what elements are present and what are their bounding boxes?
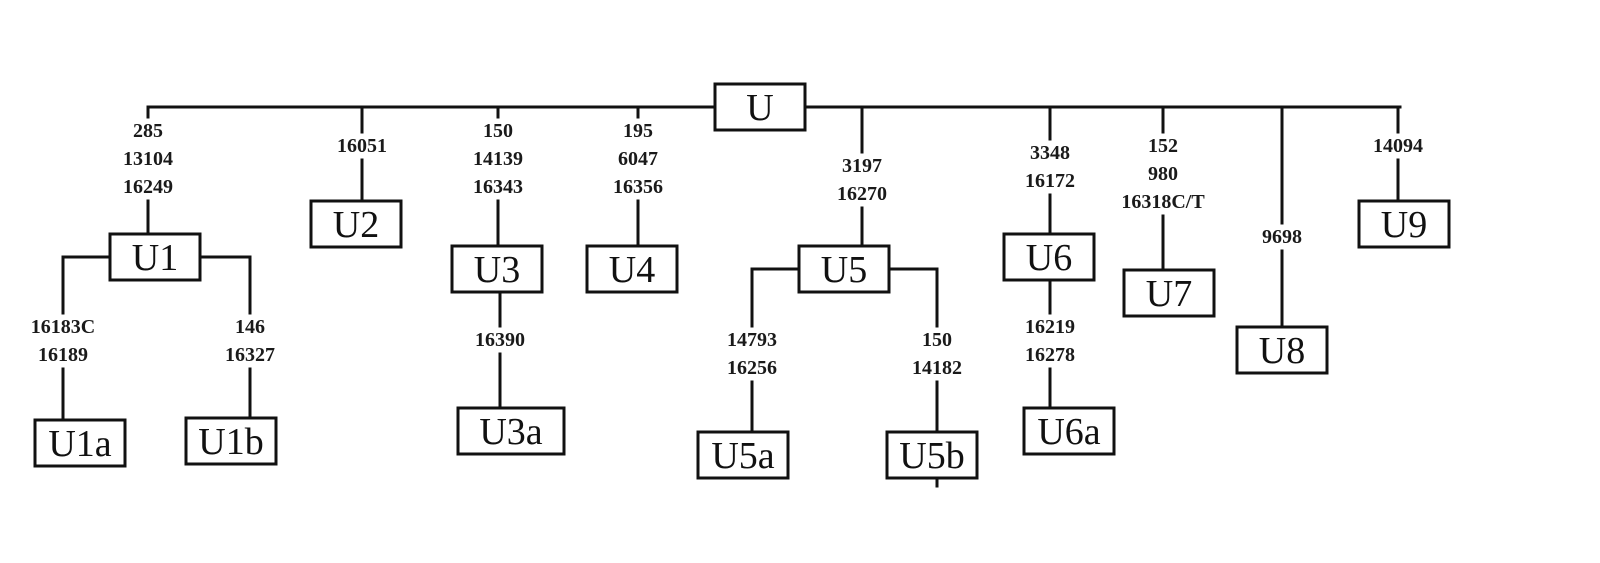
edge-U-U8-mutation-label: 9698 [1262,226,1302,248]
node-u6a: U6a [1022,406,1116,456]
node-label: U [746,87,773,129]
edge-U5-U5a-mutation-label: 14793 [727,329,777,351]
node-box [585,244,679,294]
edge-U5-U5a-elbow [750,267,801,328]
node-label: U9 [1381,204,1427,246]
node-label: U2 [333,204,379,246]
edge-U5-U5b-mutation-label: 14182 [912,357,962,379]
node-u3a: U3a [456,406,566,456]
node-u5: U5 [797,244,891,294]
edge-U1-U1a-mutation-label: 16189 [38,344,88,366]
edge-U6-U6a-mutation-label: 16219 [1025,316,1075,338]
node-label: U4 [609,249,655,291]
node-label: U5b [899,435,964,477]
edge-U-U3-mutation-label: 150 [483,120,513,142]
edge-U1-U1b-mutation-label: 16327 [225,344,275,366]
edge-U3-U3a-mutation-label: 16390 [475,329,525,351]
node-u: U [713,82,807,132]
node-box [456,406,566,456]
node-label: U1 [132,237,178,279]
node-u1a: U1a [33,418,127,468]
edge-U-U7-mutation-label: 980 [1148,163,1178,185]
node-box [713,82,807,132]
node-label: U5 [821,249,867,291]
node-box [309,199,403,249]
node-label: U3 [474,249,520,291]
node-box [450,244,544,294]
node-label: U3a [479,411,542,453]
edge-U-U6-mutation-label: 3348 [1030,142,1070,164]
edge-U-U1-mutation-label: 16249 [123,176,173,198]
edge-U-U1-mutation-label: 285 [133,120,163,142]
edge-U-U5-mutation-label: 16270 [837,183,887,205]
node-box [885,430,979,480]
node-u6: U6 [1002,232,1096,282]
node-label: U7 [1146,273,1192,315]
edge-U1-U1b-mutation-label: 146 [235,316,265,338]
node-box [108,232,202,282]
node-label: U6a [1037,411,1100,453]
node-u4: U4 [585,244,679,294]
node-label: U1b [198,421,263,463]
edge-U1-U1a-elbow [61,255,112,315]
node-u8: U8 [1235,325,1329,375]
node-label: U1a [48,423,111,465]
node-box [1022,406,1116,456]
node-box [1357,199,1451,249]
edge-U-U6-mutation-label: 16172 [1025,170,1075,192]
edge-U-U4-mutation-label: 6047 [618,148,658,170]
node-box [1235,325,1329,375]
edge-U-U4-mutation-label: 16356 [613,176,663,198]
edge-U5-U5b-elbow [887,267,939,328]
edge-U-U1-mutation-label: 13104 [123,148,173,170]
node-label: U8 [1259,330,1305,372]
edge-U-U3-mutation-label: 16343 [473,176,523,198]
edge-U5-U5a-mutation-label: 16256 [727,357,777,379]
edge-U-U5-mutation-label: 3197 [842,155,882,177]
edge-U-U3-mutation-label: 14139 [473,148,523,170]
node-label: U5a [711,435,774,477]
node-u5a: U5a [696,430,790,480]
node-u2: U2 [309,199,403,249]
edge-U-U7-mutation-label: 152 [1148,135,1178,157]
node-box [33,418,127,468]
edge-U-U7-mutation-label: 16318C/T [1121,191,1205,213]
node-u5b: U5b [885,430,979,480]
node-box [184,416,278,466]
edge-U1-U1a-mutation-label: 16183C [31,316,95,338]
edge-U-U4-mutation-label: 195 [623,120,653,142]
node-u7: U7 [1122,268,1216,318]
edge-U-U2-mutation-label: 16051 [337,135,387,157]
edge-U-U9-mutation-label: 14094 [1373,135,1423,157]
node-u9: U9 [1357,199,1451,249]
node-box [1122,268,1216,318]
edge-U5-U5b-mutation-label: 150 [922,329,952,351]
node-box [696,430,790,480]
edge-U6-U6a-mutation-label: 16278 [1025,344,1075,366]
node-u3: U3 [450,244,544,294]
edge-U1-U1b-elbow [198,255,252,315]
node-u1: U1 [108,232,202,282]
node-box [797,244,891,294]
node-u1b: U1b [184,416,278,466]
node-box [1002,232,1096,282]
node-label: U6 [1026,237,1072,279]
